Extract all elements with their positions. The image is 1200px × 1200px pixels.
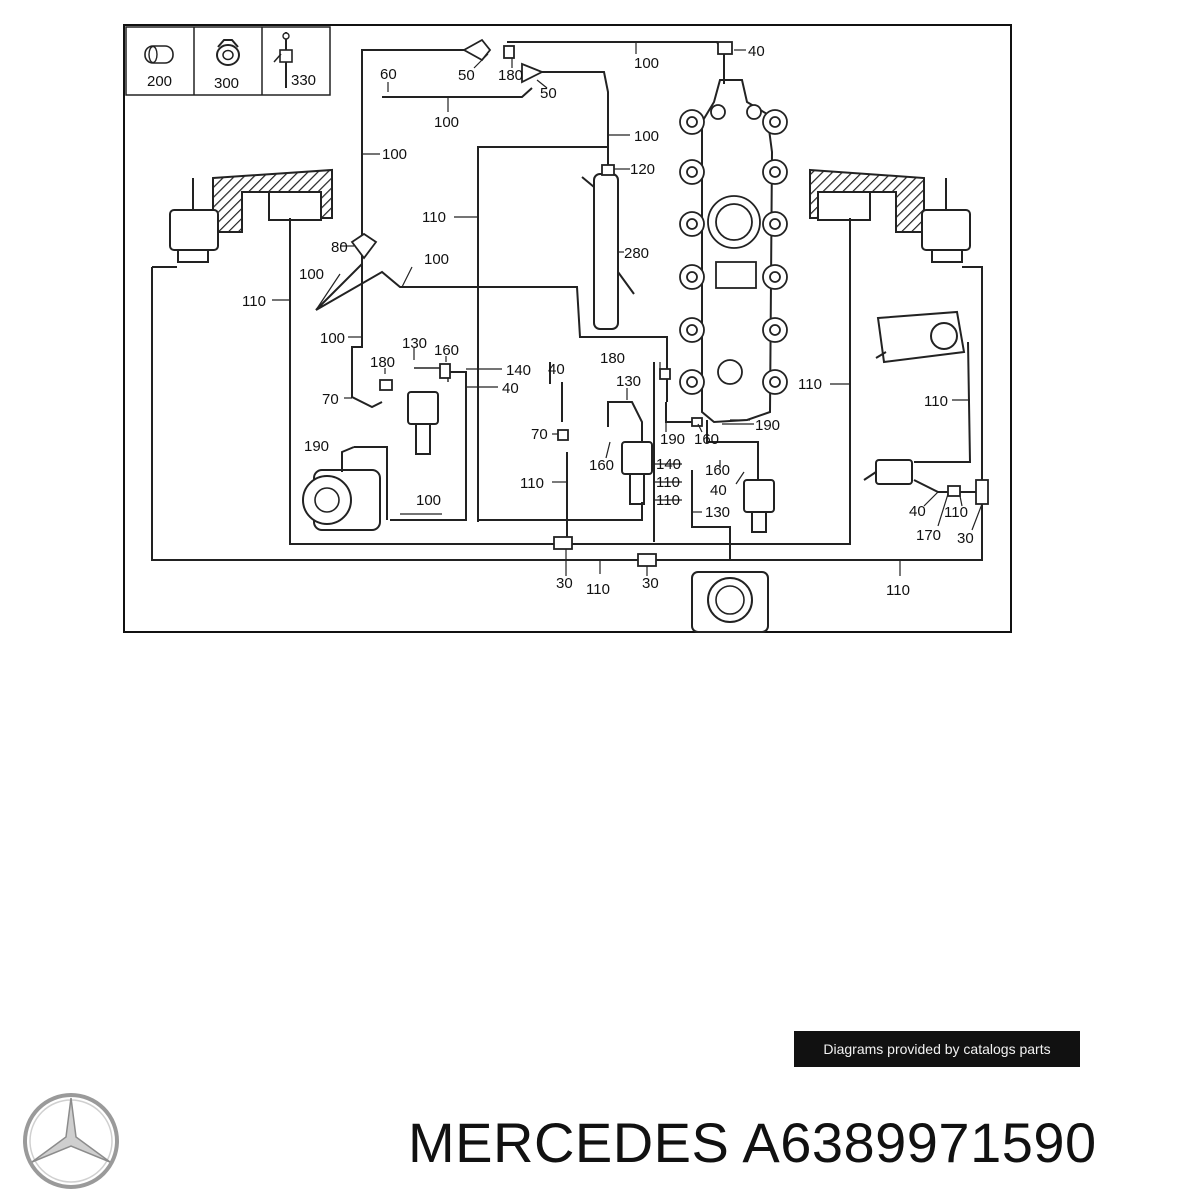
vacuum-pump bbox=[302, 446, 381, 531]
callout-110: 110 bbox=[520, 475, 544, 492]
line-connectors bbox=[350, 38, 989, 567]
vacuum-lines bbox=[151, 41, 983, 561]
callout-100: 100 bbox=[434, 114, 459, 131]
legend-number-300: 300 bbox=[214, 75, 239, 92]
callout-100: 100 bbox=[320, 330, 345, 347]
callout-160: 160 bbox=[589, 457, 614, 474]
callout-100: 100 bbox=[416, 492, 441, 509]
callout-130: 130 bbox=[402, 335, 427, 352]
callout-labels: 100 40 50 180 50 60 100 100 100 120 110 … bbox=[242, 43, 974, 599]
callout-110: 110 bbox=[242, 293, 266, 310]
legend-box: 200 300 330 bbox=[125, 26, 331, 96]
egr-valve bbox=[875, 310, 966, 364]
callout-110: 110 bbox=[798, 376, 822, 393]
callout-70: 70 bbox=[322, 391, 339, 408]
watermark-banner: Diagrams provided by catalogs parts bbox=[794, 1031, 1080, 1067]
legend-number-330: 330 bbox=[291, 72, 316, 89]
callout-130: 130 bbox=[616, 373, 641, 390]
vacuum-reservoir bbox=[581, 173, 635, 330]
callout-170: 170 bbox=[916, 527, 941, 544]
callout-40: 40 bbox=[748, 43, 765, 60]
brand-name: MERCEDES bbox=[408, 1111, 730, 1174]
callout-30: 30 bbox=[957, 530, 974, 547]
callout-180: 180 bbox=[370, 354, 395, 371]
left-engine-mount bbox=[169, 168, 333, 263]
callout-160: 160 bbox=[705, 462, 730, 479]
callout-180: 180 bbox=[498, 67, 523, 84]
callout-100: 100 bbox=[634, 128, 659, 145]
callout-40: 40 bbox=[548, 361, 565, 378]
callout-110: 110 bbox=[656, 492, 680, 509]
callout-80: 80 bbox=[331, 239, 348, 256]
callout-30: 30 bbox=[556, 575, 573, 592]
callout-110: 110 bbox=[422, 209, 446, 226]
callout-100: 100 bbox=[424, 251, 449, 268]
cable-tie-icon bbox=[273, 32, 293, 88]
callout-100: 100 bbox=[299, 266, 324, 283]
callout-50: 50 bbox=[458, 67, 475, 84]
callout-110: 110 bbox=[586, 581, 610, 598]
hose-sleeve-icon bbox=[144, 45, 174, 64]
part-number: A6389971590 bbox=[742, 1111, 1097, 1174]
callout-40: 40 bbox=[710, 482, 727, 499]
vacuum-line-diagram: 200 300 330 bbox=[123, 24, 1012, 633]
callout-100: 100 bbox=[382, 146, 407, 163]
callout-140: 140 bbox=[656, 456, 681, 473]
callout-190: 190 bbox=[755, 417, 780, 434]
callout-110: 110 bbox=[886, 582, 910, 599]
callout-190: 190 bbox=[660, 431, 685, 448]
callout-110: 110 bbox=[656, 474, 680, 491]
callout-110: 110 bbox=[924, 393, 948, 410]
callout-110: 110 bbox=[944, 504, 968, 521]
callout-70: 70 bbox=[531, 426, 548, 443]
callout-100: 100 bbox=[634, 55, 659, 72]
cylinder-head bbox=[679, 79, 788, 424]
callout-30: 30 bbox=[642, 575, 659, 592]
throttle-body bbox=[691, 571, 769, 633]
callout-160: 160 bbox=[434, 342, 459, 359]
callout-190: 190 bbox=[304, 438, 329, 455]
leader-lines bbox=[272, 42, 983, 576]
callout-60: 60 bbox=[380, 66, 397, 83]
callout-140: 140 bbox=[506, 362, 531, 379]
right-engine-mount bbox=[809, 168, 971, 263]
callout-120: 120 bbox=[630, 161, 655, 178]
callout-160: 160 bbox=[694, 431, 719, 448]
hose-clamp-icon bbox=[216, 39, 240, 66]
callout-280: 280 bbox=[624, 245, 649, 262]
callout-50: 50 bbox=[540, 85, 557, 102]
legend-number-200: 200 bbox=[147, 73, 172, 90]
mercedes-star-logo bbox=[23, 1093, 119, 1189]
pressure-converters bbox=[407, 391, 913, 533]
page-title: MERCEDES A6389971590 bbox=[408, 1108, 1097, 1178]
callout-130: 130 bbox=[705, 504, 730, 521]
callout-40: 40 bbox=[502, 380, 519, 397]
callout-180: 180 bbox=[600, 350, 625, 367]
callout-40: 40 bbox=[909, 503, 926, 520]
